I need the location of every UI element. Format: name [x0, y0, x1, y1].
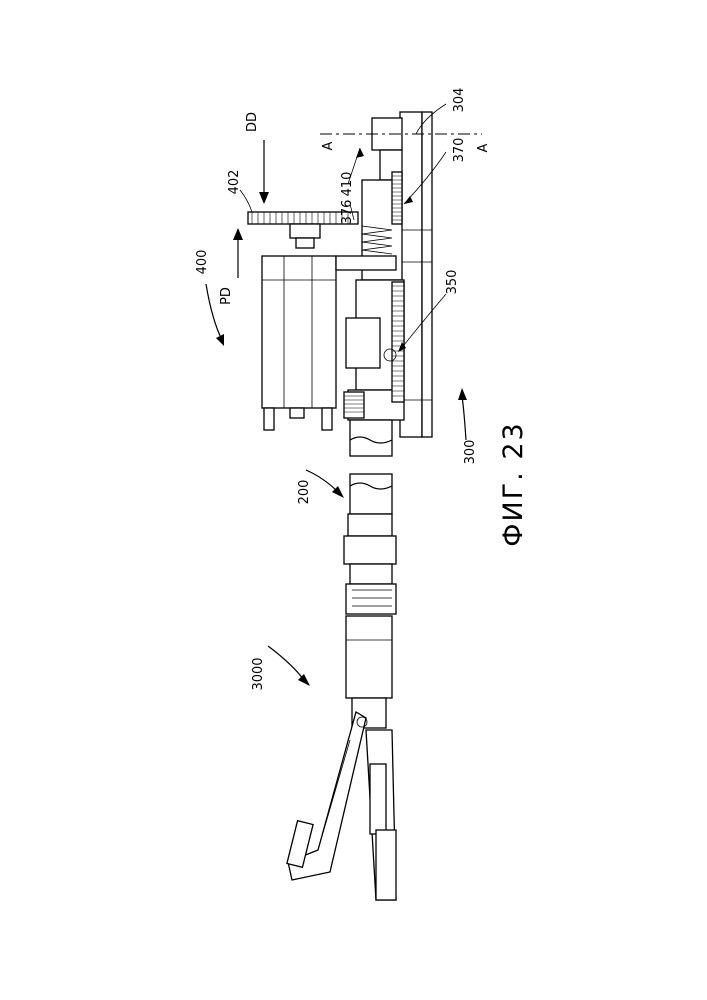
label-A-right: A	[476, 143, 491, 152]
handle-assembly	[344, 112, 432, 437]
label-376-visible: 376	[340, 200, 355, 225]
shaft-assembly	[344, 420, 396, 614]
label-410: 410	[340, 172, 355, 197]
label-200: 200	[297, 480, 312, 505]
label-350: 350	[445, 270, 460, 295]
label-370: 370	[452, 138, 467, 163]
label-A-left: A	[321, 141, 336, 150]
label-304: 304	[452, 88, 467, 113]
label-DD: DD	[245, 112, 260, 132]
label-3000: 3000	[251, 657, 266, 690]
label-PD: PD	[219, 287, 234, 305]
label-400: 400	[195, 250, 210, 275]
label-300: 300	[463, 440, 478, 465]
end-effector	[287, 616, 396, 900]
label-402: 402	[227, 170, 242, 195]
figure-caption: ФИГ. 23	[498, 421, 529, 546]
